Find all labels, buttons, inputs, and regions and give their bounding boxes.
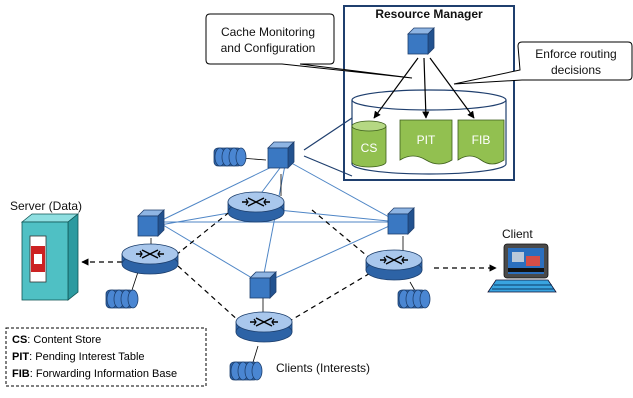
queue-icon (229, 361, 263, 381)
legend-text: : Forwarding Information Base (30, 368, 177, 380)
cube-icon (267, 141, 295, 169)
cube-icon (387, 207, 415, 235)
clients-interests-label: Clients (Interests) (276, 361, 370, 375)
queue-icon (397, 289, 431, 309)
legend-item-fib: FIB: Forwarding Information Base (12, 368, 177, 380)
data-plane-links (175, 209, 373, 323)
legend-abbr: FIB (12, 368, 30, 380)
cube-icon (407, 27, 435, 55)
router-icon (227, 191, 285, 223)
callout-cache-line2: and Configuration (221, 41, 316, 55)
queue-icon (105, 289, 139, 309)
router-icon (121, 243, 179, 275)
resource-manager-box: Resource Manager CS PIT FIB (343, 5, 515, 181)
legend: CS: Content Store PIT: Pending Interest … (5, 327, 207, 387)
legend-item-pit: PIT: Pending Interest Table (12, 351, 145, 363)
server-icon (20, 213, 80, 301)
control-mesh (157, 159, 399, 285)
legend-item-cs: CS: Content Store (12, 334, 101, 346)
cube-icon (137, 209, 165, 237)
router-icon (235, 311, 293, 343)
legend-abbr: PIT (12, 351, 29, 363)
queue-icon (213, 147, 247, 167)
legend-abbr: CS (12, 334, 27, 346)
cube-icon (249, 271, 277, 299)
fib-table-icon: FIB (457, 119, 505, 165)
server-label: Server (Data) (10, 199, 82, 213)
legend-text: : Pending Interest Table (29, 351, 144, 363)
callout-enforce-line1: Enforce routing (535, 47, 616, 61)
callout-enforce-line2: decisions (551, 63, 601, 77)
rm-to-network-link (303, 117, 353, 177)
client-label: Client (502, 227, 533, 241)
cache-monitoring-callout: Cache Monitoring and Configuration (205, 13, 413, 79)
callout-cache-line1: Cache Monitoring (221, 25, 315, 39)
pit-table-icon: PIT (399, 119, 453, 165)
pit-label: PIT (417, 133, 436, 147)
fib-label: FIB (472, 133, 491, 147)
resource-manager-title: Resource Manager (375, 7, 483, 21)
legend-text: : Content Store (27, 334, 101, 346)
cs-store-icon: CS (351, 120, 387, 168)
router-icon (365, 249, 423, 281)
computer-icon (487, 243, 557, 293)
enforce-routing-callout: Enforce routing decisions (453, 41, 633, 85)
cs-label: CS (361, 141, 378, 155)
